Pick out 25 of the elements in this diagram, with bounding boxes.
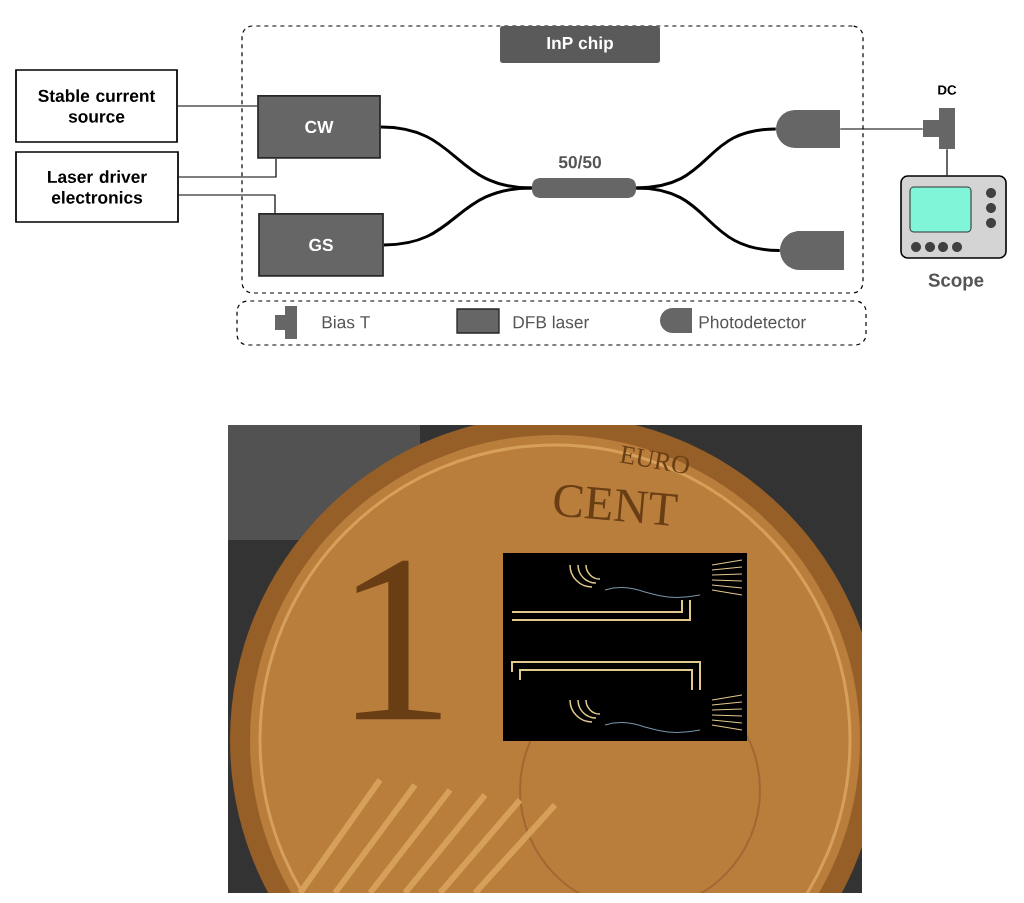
connector — [839, 128, 924, 130]
connector — [178, 158, 277, 178]
legend-text: DFB laser — [513, 315, 589, 329]
coin-inscription: CENT — [554, 484, 678, 526]
source-box: Laser driver electronics — [15, 151, 179, 223]
source-box: Stable current source — [15, 69, 178, 143]
connector — [380, 125, 532, 190]
coin-inscription: EURO — [619, 445, 690, 474]
connector — [946, 148, 948, 176]
photodetector — [780, 231, 844, 270]
legend-text: Bias T — [322, 315, 370, 329]
photodetector — [776, 110, 840, 148]
bias-t-label: DC — [938, 85, 957, 95]
chip-title: InP chip — [500, 26, 660, 63]
connector — [177, 105, 258, 107]
connector — [178, 194, 276, 214]
connector — [383, 186, 532, 247]
coin-inscription: 1 — [356, 560, 441, 720]
connector — [636, 186, 780, 252]
connector — [636, 127, 776, 190]
coupler-label: 50/50 — [558, 155, 601, 169]
legend-text: Photodetector — [699, 315, 806, 329]
laser-box: CW — [257, 95, 381, 159]
scope-label: Scope — [928, 273, 984, 291]
laser-box: GS — [258, 213, 384, 277]
